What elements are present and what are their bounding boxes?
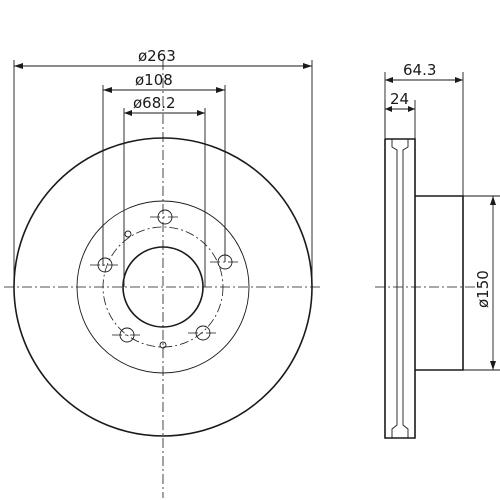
locating-hole [159, 341, 167, 349]
vent-channel [391, 139, 398, 438]
side-view [375, 138, 475, 439]
front-view [4, 60, 322, 498]
vent-channel [402, 139, 409, 438]
outer-diameter-label: ø263 [138, 47, 176, 65]
hub-diameter-dimension: ø150 [463, 195, 500, 371]
bolt-circle-dimension: ø108 [102, 71, 226, 266]
locating-hole [124, 230, 132, 238]
hub-diameter-label: ø150 [474, 270, 492, 308]
disc-thickness-dimension: 24 [384, 90, 416, 139]
outer-diameter-dimension: ø263 [13, 47, 313, 290]
bolt-circle-diameter-label: ø108 [135, 71, 173, 89]
disc-thickness-label: 24 [390, 90, 409, 108]
hub-hat-profile [415, 195, 464, 371]
disc-outer-profile [384, 138, 416, 439]
center-bore-dimension: ø68.2 [123, 94, 206, 287]
center-bore-diameter-label: ø68.2 [133, 94, 176, 112]
total-height-label: 64.3 [403, 61, 436, 79]
